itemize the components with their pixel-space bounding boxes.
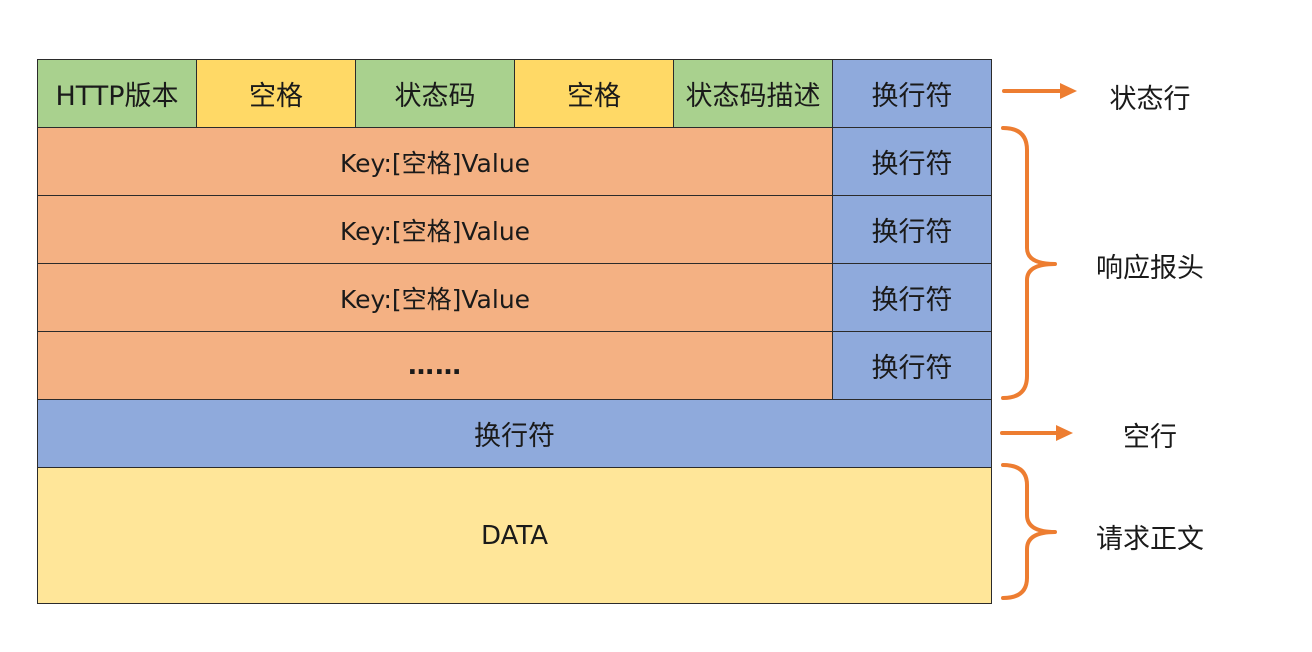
newline-label: 换行符	[871, 285, 953, 316]
header-key-value-label: Key:[空格]Value	[339, 216, 531, 246]
newline-label: 换行符	[871, 353, 953, 384]
http-version-label: HTTP版本	[55, 81, 179, 112]
body-data-label: DATA	[481, 520, 548, 551]
blank-line-row: 换行符	[37, 399, 992, 468]
status-line-status-code-cell: 状态码	[355, 59, 515, 128]
header-row-2: Key:[空格]Value	[37, 195, 833, 264]
header-row-2-newline-cell: 换行符	[832, 195, 992, 264]
status-line-arrow-head	[1060, 83, 1077, 99]
newline-label: 换行符	[871, 81, 953, 112]
request-body-brace	[1001, 463, 1057, 600]
status-line-http-version-cell: HTTP版本	[37, 59, 197, 128]
header-key-value-label: Key:[空格]Value	[339, 148, 531, 178]
request-body-annotation-text: 请求正文	[1096, 523, 1204, 555]
blank-line-arrow-head	[1056, 425, 1073, 441]
space-label-1: 空格	[249, 81, 303, 112]
newline-label: 换行符	[871, 217, 953, 248]
body-data-block: DATA	[37, 467, 992, 604]
status-line-annotation-text: 状态行	[1109, 83, 1191, 115]
ellipsis-label: ……	[408, 350, 462, 381]
blank-line-annotation: 空行	[1090, 412, 1210, 456]
blank-line-annotation-text: 空行	[1123, 421, 1177, 453]
request-body-annotation: 请求正文	[1080, 514, 1220, 558]
response-headers-annotation: 响应报头	[1080, 243, 1220, 287]
newline-label: 换行符	[871, 149, 953, 180]
header-row-3-newline-cell: 换行符	[832, 263, 992, 332]
status-line-annotation: 状态行	[1090, 74, 1210, 118]
header-row-1-newline-cell: 换行符	[832, 127, 992, 196]
response-headers-brace	[1001, 126, 1057, 400]
status-line-status-description-cell: 状态码描述	[673, 59, 833, 128]
blank-line-newline-label: 换行符	[474, 421, 555, 452]
status-line-newline-cell: 换行符	[832, 59, 992, 128]
status-code-label: 状态码	[394, 81, 476, 112]
status-description-label: 状态码描述	[685, 81, 821, 112]
header-key-value-label: Key:[空格]Value	[339, 284, 531, 314]
header-row-1: Key:[空格]Value	[37, 127, 833, 196]
response-headers-annotation-text: 响应报头	[1096, 252, 1204, 284]
header-row-ellipsis-newline-cell: 换行符	[832, 331, 992, 400]
space-label-2: 空格	[567, 81, 621, 112]
status-line-space-cell-2: 空格	[514, 59, 674, 128]
